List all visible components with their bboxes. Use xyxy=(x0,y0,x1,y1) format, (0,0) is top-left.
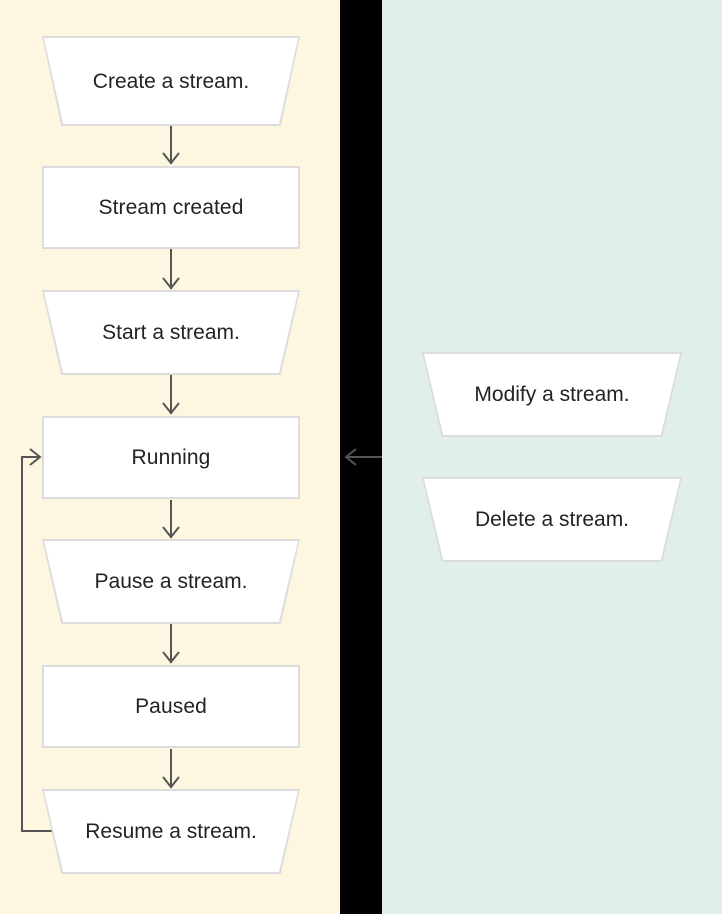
node-fill xyxy=(424,354,680,435)
node-modify-stream[interactable]: Modify a stream. xyxy=(422,352,682,437)
node-label-modify-stream: Modify a stream. xyxy=(474,383,630,406)
node-label-running: Running xyxy=(131,446,211,469)
node-label-paused: Paused xyxy=(135,695,207,718)
lane-divider xyxy=(340,0,382,914)
node-fill xyxy=(44,292,298,373)
node-label-pause-stream: Pause a stream. xyxy=(94,570,248,593)
node-paused[interactable]: Paused xyxy=(42,665,300,748)
node-label-delete-stream: Delete a stream. xyxy=(474,508,630,531)
node-pause-stream[interactable]: Pause a stream. xyxy=(42,539,300,624)
node-fill xyxy=(44,38,298,124)
node-fill xyxy=(424,479,680,560)
stream-operations-lane xyxy=(382,0,722,914)
node-label-stream-created: Stream created xyxy=(98,196,244,219)
node-label-resume-stream: Resume a stream. xyxy=(85,820,257,843)
node-label-create-stream: Create a stream. xyxy=(92,69,250,93)
node-delete-stream[interactable]: Delete a stream. xyxy=(422,477,682,562)
node-running[interactable]: Running xyxy=(42,416,300,499)
node-stream-created[interactable]: Stream created xyxy=(42,166,300,249)
node-label-start-stream: Start a stream. xyxy=(102,321,240,344)
node-start-stream[interactable]: Start a stream. xyxy=(42,290,300,375)
node-fill xyxy=(44,791,298,872)
node-fill xyxy=(44,541,298,622)
node-resume-stream[interactable]: Resume a stream. xyxy=(42,789,300,874)
node-create-stream[interactable]: Create a stream. xyxy=(42,36,300,126)
